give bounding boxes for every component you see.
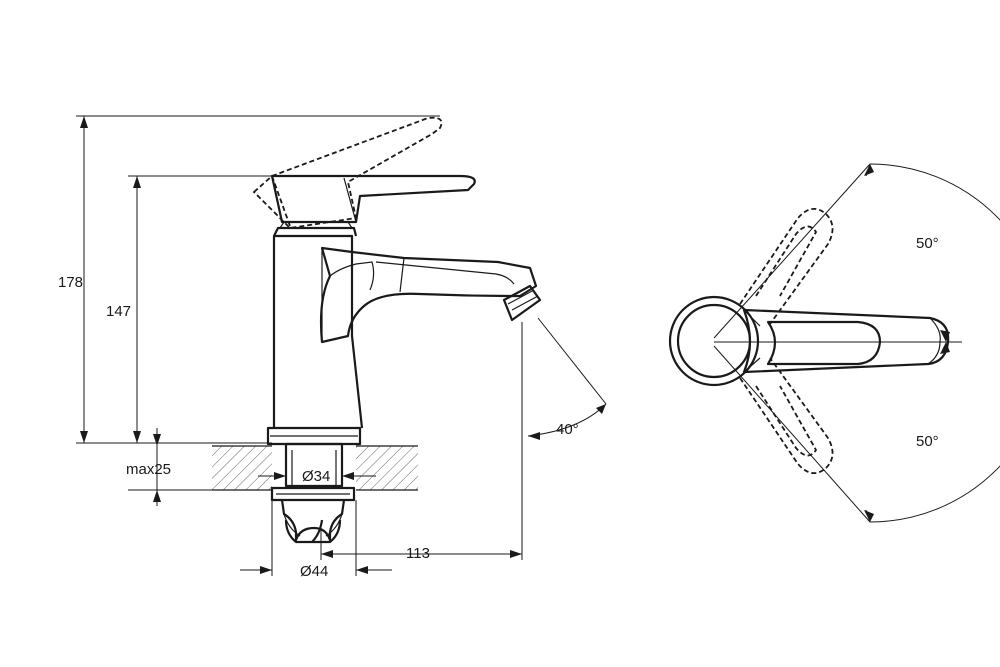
dim-label-shank-diameter: Ø44 bbox=[300, 563, 328, 580]
side-view: 178 147 max25 Ø34 Ø44 113 40° bbox=[58, 115, 607, 580]
top-view: 50° 50° bbox=[668, 163, 1000, 523]
dimension-lines bbox=[76, 115, 607, 576]
countertop-section bbox=[212, 445, 418, 491]
faucet-body bbox=[266, 174, 542, 446]
dim-label-body-height: 147 bbox=[106, 303, 131, 320]
dim-label-hole-diameter: Ø34 bbox=[302, 468, 330, 485]
top-view-handle-rotated bbox=[739, 208, 834, 474]
top-view-handle bbox=[668, 295, 950, 387]
dim-label-rotation-down: 50° bbox=[916, 433, 939, 450]
dim-label-rotation-up: 50° bbox=[916, 235, 939, 252]
mounting-hardware bbox=[270, 442, 356, 544]
dim-label-max-counter: max25 bbox=[126, 461, 171, 478]
dim-label-spout-angle: 40° bbox=[556, 421, 579, 438]
lever-open-position bbox=[252, 116, 443, 229]
dim-label-total-height: 178 bbox=[58, 274, 83, 291]
dim-label-spout-reach: 113 bbox=[406, 545, 430, 562]
